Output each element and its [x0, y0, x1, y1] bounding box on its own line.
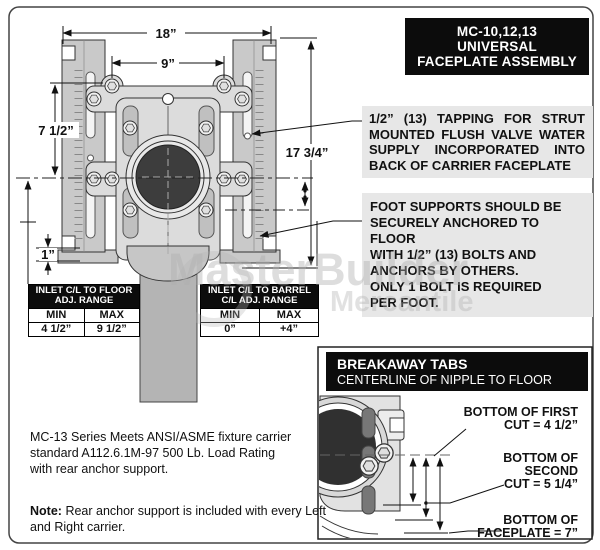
dimension-labels: 18” 9” 7 1/2” 1” 17 3/4”	[33, 26, 332, 262]
breakaway-title: BREAKAWAY TABS	[337, 356, 468, 372]
notes-block: MC-13 Series Meets ANSI/ASME fixture car…	[30, 429, 332, 535]
min-value: 4 1/2”	[41, 323, 72, 335]
left-upright	[57, 39, 119, 264]
spec-line: MC-13 Series Meets ANSI/ASME fixture car…	[30, 430, 292, 444]
barrel-opening	[125, 134, 211, 255]
callout-foot-line: SECURELY ANCHORED TO FLOOR	[370, 215, 540, 246]
title-line-1: MC-10,12,13	[456, 24, 538, 39]
breakaway-dimensions	[383, 428, 505, 534]
table-column-row: MIN MAX	[201, 308, 318, 322]
callout-foot-line: FOOT SUPPORTS SHOULD BE	[370, 199, 562, 214]
note-paragraph: Note: Rear anchor support is included wi…	[30, 503, 332, 535]
dim-inlet-offset: 7 1/2”	[38, 123, 73, 138]
table-header-line: C/L ADJ. RANGE	[221, 295, 298, 306]
title-line-2: UNIVERSAL	[457, 39, 537, 54]
dim-inner-width: 9”	[161, 56, 175, 71]
dim-overall-height: 17 3/4”	[286, 145, 329, 160]
table-column-row: MIN MAX	[29, 308, 139, 322]
breakaway-subtitle: CENTERLINE OF NIPPLE TO FLOOR	[337, 373, 552, 387]
col-max: MAX	[83, 309, 140, 322]
max-value: 9 1/2”	[83, 323, 140, 336]
table-header: INLET C/L TO FLOOR ADJ. RANGE	[29, 285, 139, 308]
callout-foot-line: ONLY 1 BOLT IS REQUIRED	[370, 279, 542, 294]
carrier-assembly-drawing: 18” 9” 7 1/2” 1” 17 3/4”	[16, 26, 366, 403]
page-border	[8, 6, 594, 544]
col-min: MIN	[46, 309, 67, 321]
callout-tapping: 1/2” (13) TAPPING FOR STRUT MOUNTED FLUS…	[362, 106, 593, 178]
table-header-line: INLET C/L TO FLOOR	[35, 285, 133, 296]
label-bottom-faceplate: BOTTOM OF FACEPLATE = 7”	[400, 514, 578, 540]
note-label: Note:	[30, 504, 62, 518]
label-first-cut: BOTTOM OF FIRST CUT = 4 1/2”	[400, 406, 578, 432]
breakaway-detail-drawing	[319, 395, 505, 538]
breakaway-header: BREAKAWAY TABS CENTERLINE OF NIPPLE TO F…	[326, 352, 588, 391]
col-min: MIN	[219, 309, 241, 321]
title-box: MC-10,12,13 UNIVERSAL FACEPLATE ASSEMBLY	[405, 18, 589, 75]
table-header-line: INLET C/L TO BARREL	[207, 285, 312, 296]
label-line: BOTTOM OF FIRST	[463, 405, 578, 419]
callout-foot-line: ANCHORS BY OTHERS.	[370, 263, 519, 278]
table-value-row: 4 1/2” 9 1/2”	[29, 322, 139, 336]
label-second-cut: BOTTOM OF SECOND CUT = 5 1/4”	[400, 452, 578, 491]
label-line: SECOND	[524, 464, 578, 478]
col-max: MAX	[259, 309, 318, 322]
waste-pipe	[126, 245, 210, 403]
note-text: Rear anchor support is included with eve…	[30, 504, 326, 534]
callout-foot-supports: FOOT SUPPORTS SHOULD BE SECURELY ANCHORE…	[362, 193, 593, 317]
table-inlet-floor: INLET C/L TO FLOOR ADJ. RANGE MIN MAX 4 …	[28, 284, 140, 337]
table-header: INLET C/L TO BARREL C/L ADJ. RANGE	[201, 285, 318, 308]
label-line: CUT = 4 1/2”	[504, 418, 578, 432]
max-value: +4”	[259, 323, 318, 336]
label-line: CUT = 5 1/4”	[504, 477, 578, 491]
label-line: FACEPLATE = 7”	[477, 526, 578, 540]
spec-line: with rear anchor support.	[30, 462, 169, 476]
dim-foot-height: 1”	[41, 247, 55, 262]
callout-foot-line: WITH 1/2” (13) BOLTS AND	[370, 247, 537, 262]
right-upright	[219, 39, 281, 264]
title-line-3: FACEPLATE ASSEMBLY	[417, 54, 577, 69]
min-value: 0”	[224, 323, 236, 335]
label-line: BOTTOM OF	[503, 513, 578, 527]
table-value-row: 0” +4”	[201, 322, 318, 336]
table-inlet-barrel: INLET C/L TO BARREL C/L ADJ. RANGE MIN M…	[200, 284, 319, 337]
spec-line: standard A112.6.1M-97 500 Lb. Load Ratin…	[30, 446, 276, 460]
table-header-line: ADJ. RANGE	[54, 295, 114, 306]
tapping-leader	[251, 120, 366, 137]
callout-foot-line: PER FOOT.	[370, 295, 439, 310]
dim-overall-width: 18”	[156, 26, 177, 41]
label-line: BOTTOM OF	[503, 451, 578, 465]
foot-support-leader	[259, 220, 366, 238]
